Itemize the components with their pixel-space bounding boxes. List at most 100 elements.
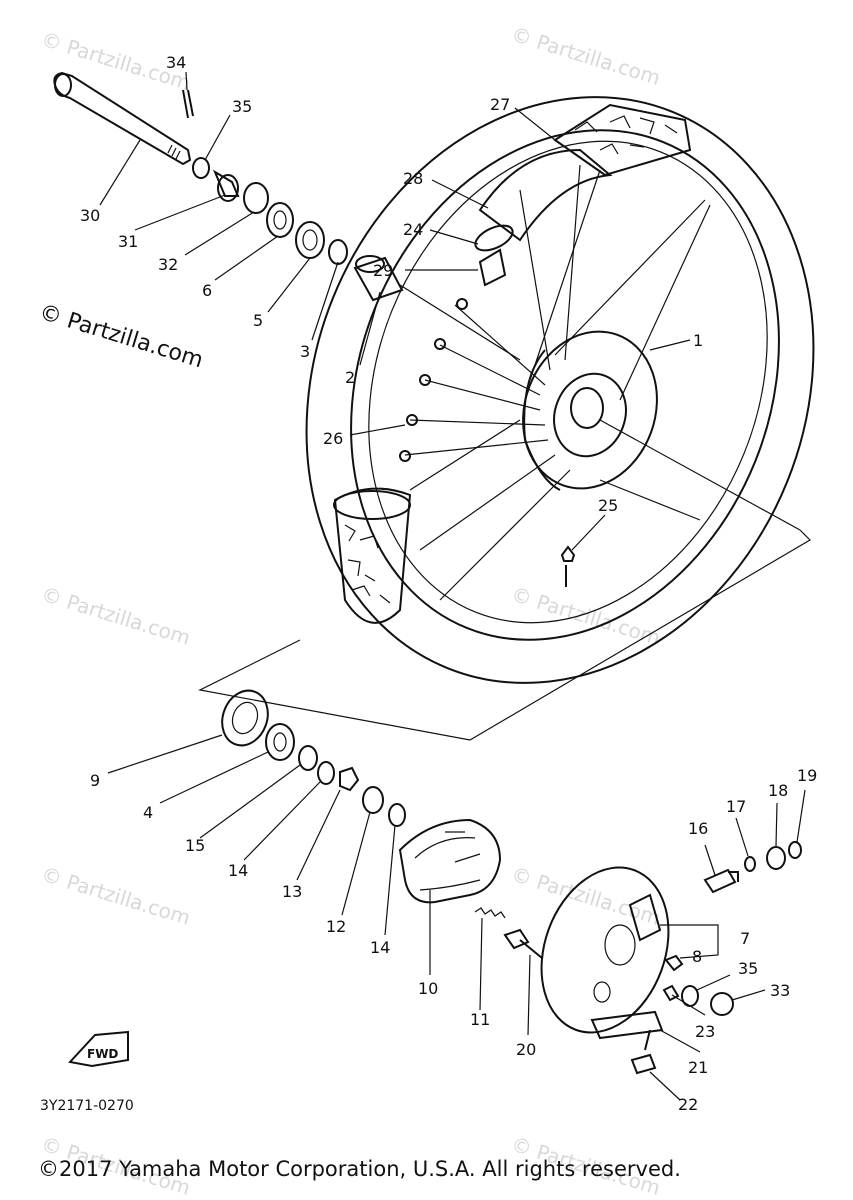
- circlip: [328, 239, 348, 265]
- hub-center: [553, 372, 627, 458]
- callout-8: 8: [692, 947, 702, 966]
- axle-thread: [167, 144, 181, 160]
- tire-cut-bottom: [333, 487, 412, 624]
- rim-band: [474, 224, 514, 252]
- callout-4: 4: [143, 803, 153, 822]
- castle-nut: [710, 992, 734, 1016]
- tread-blocks-bottom: [344, 524, 391, 604]
- cam-lever: [590, 1010, 664, 1040]
- callout-20: 20: [516, 1040, 536, 1059]
- callout-34: 34: [166, 53, 186, 72]
- callout-26: 26: [323, 429, 343, 448]
- wheel-assembly: [198, 96, 815, 741]
- lock-washer: [339, 766, 360, 792]
- callout-19: 19: [797, 766, 817, 785]
- callout-16: 16: [688, 819, 708, 838]
- bolt: [503, 928, 543, 959]
- brake-shoe-detail: [414, 831, 481, 891]
- rim-inner: [368, 140, 768, 624]
- brake-plate: [540, 866, 670, 1034]
- brake-plate-hub: [604, 924, 636, 966]
- callout-30: 30: [80, 206, 100, 225]
- callout-7: 7: [740, 929, 750, 948]
- tire-cut-profile: [333, 490, 411, 520]
- tire-outer: [305, 96, 815, 684]
- callout-13: 13: [282, 882, 302, 901]
- callout-24: 24: [403, 220, 423, 239]
- tire-tread-section: [553, 103, 692, 177]
- watermark-dark: © Partzilla.com: [36, 300, 206, 374]
- callout-12: 12: [326, 917, 346, 936]
- callout-28: 28: [403, 169, 423, 188]
- watermark: © Partzilla.com: [39, 862, 194, 930]
- callout-3: 3: [300, 342, 310, 361]
- spacer-end: [355, 255, 385, 273]
- watermark: © Partzilla.com: [39, 582, 194, 650]
- axle-head: [54, 73, 72, 97]
- callout-33: 33: [770, 981, 790, 1000]
- axle: [53, 71, 192, 166]
- spring: [474, 907, 506, 919]
- fwd-label: FWD: [87, 1047, 118, 1061]
- callout-29: 29: [373, 261, 393, 280]
- bolt: [630, 1029, 657, 1075]
- callout-22: 22: [678, 1095, 698, 1114]
- washer: [298, 745, 318, 771]
- bearing: [265, 723, 295, 761]
- nut: [744, 856, 756, 872]
- seal-ring: [388, 803, 406, 827]
- collar-end: [217, 174, 239, 202]
- callout-14: 14: [228, 861, 248, 880]
- callout-31: 31: [118, 232, 138, 251]
- camshaft: [664, 954, 684, 972]
- oil-seal: [221, 689, 269, 747]
- oil-seal: [243, 182, 269, 214]
- callout-15: 15: [185, 836, 205, 855]
- tube-section: [478, 148, 613, 242]
- tread-blocks: [574, 115, 678, 155]
- watermark: © Partzilla.com: [509, 22, 664, 90]
- callout-14: 14: [370, 938, 390, 957]
- callout-2: 2: [345, 368, 355, 387]
- axle-line-upper: [399, 284, 521, 361]
- tube-protector: [478, 248, 507, 287]
- washer: [788, 841, 802, 859]
- spokes: [404, 164, 711, 601]
- axle-parts: [53, 71, 404, 302]
- brake-shoe: [398, 818, 502, 904]
- fitting: [766, 846, 786, 870]
- projection-box: [198, 529, 811, 741]
- hub-bore: [570, 387, 604, 429]
- callout-27: 27: [490, 95, 510, 114]
- callout-1: 1: [693, 331, 703, 350]
- callout-23: 23: [695, 1022, 715, 1041]
- diagram-code: 3Y2171-0270: [40, 1098, 134, 1114]
- callout-6: 6: [202, 281, 212, 300]
- rim-outer: [350, 129, 780, 641]
- seal-ring: [317, 761, 335, 785]
- leader-lines: [99, 71, 806, 1101]
- callout-35: 35: [738, 959, 758, 978]
- bearing: [295, 221, 325, 259]
- callout-21: 21: [688, 1058, 708, 1077]
- cable-adjuster: [703, 868, 739, 894]
- bearing: [266, 202, 294, 238]
- spacer: [353, 256, 404, 302]
- collar: [212, 169, 240, 197]
- hub: [522, 330, 658, 490]
- callout-25: 25: [598, 496, 618, 515]
- copyright-notice: ©2017 Yamaha Motor Corporation, U.S.A. A…: [38, 1157, 681, 1181]
- washer: [192, 157, 210, 179]
- spoke-nipples: [399, 298, 468, 462]
- brake-nut: [362, 786, 384, 814]
- valve-stem: [560, 545, 576, 587]
- brake-parts: FWD: [68, 689, 802, 1075]
- callout-32: 32: [158, 255, 178, 274]
- callout-10: 10: [418, 979, 438, 998]
- cotter-pin: [182, 89, 194, 119]
- brake-plate-boss: [628, 893, 662, 942]
- callout-9: 9: [90, 771, 100, 790]
- watermarks: © Partzilla.com © Partzilla.com © Partzi…: [36, 22, 663, 1200]
- callout-35: 35: [232, 97, 252, 116]
